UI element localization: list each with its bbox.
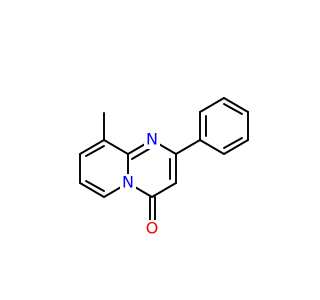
- bond-ph2-ph3: [223, 139, 249, 155]
- bond-c2-phenyl: [175, 139, 201, 155]
- n-imine-backdrop: [144, 131, 160, 149]
- n-bridge-backdrop: [120, 174, 136, 192]
- nitrogen-imine-label: N: [146, 130, 158, 149]
- bond-c9a-nimine-double: [131, 148, 150, 160]
- bond-ph5-ph6: [199, 97, 225, 113]
- bond-ph-inner-2: [223, 103, 243, 115]
- bond-c3-c4: [151, 182, 177, 198]
- bond-c7-c6: [79, 182, 105, 198]
- bond-c9-c9a: [103, 139, 129, 155]
- oxygen-carbonyl-label: O: [146, 219, 159, 238]
- bond-ph4-ph5: [223, 97, 249, 113]
- structure-drawing: N N O: [79, 97, 249, 238]
- nitrogen-bridgehead-label: N: [122, 173, 134, 192]
- bond-c9-c8: [79, 139, 105, 155]
- o-carbonyl-backdrop: [143, 220, 161, 238]
- bond-ph1-ph2: [199, 139, 225, 155]
- bond-inner-c8-c9: [85, 145, 105, 157]
- bond-ph-inner-1: [223, 137, 243, 149]
- bond-inner-c6-c7: [85, 180, 105, 192]
- molecule-canvas: N N O: [79, 97, 249, 238]
